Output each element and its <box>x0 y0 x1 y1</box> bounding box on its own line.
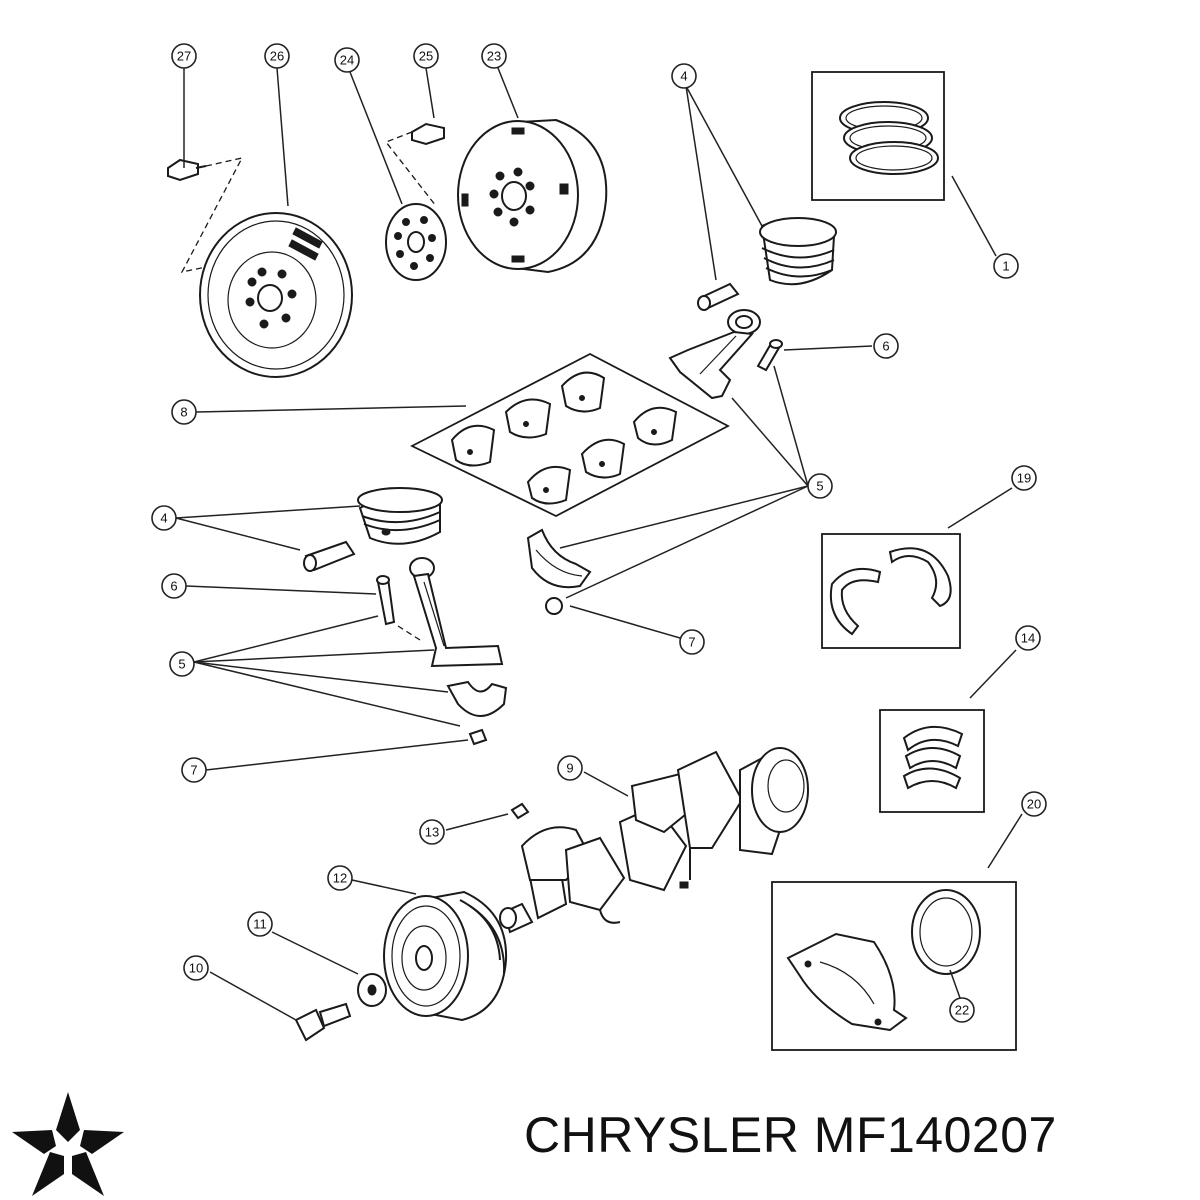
svg-text:5: 5 <box>178 657 185 672</box>
callout-6-upper: 6 <box>873 333 899 359</box>
flywheel-26 <box>199 212 353 378</box>
callout-19: 19 <box>1011 465 1037 491</box>
svg-text:25: 25 <box>419 49 433 64</box>
callout-5-lower: 5 <box>169 651 195 677</box>
brand-name: CHRYSLER <box>524 1107 800 1163</box>
bolt-25 <box>411 122 445 146</box>
brand-part-title: CHRYSLER MF140207 <box>524 1106 1057 1164</box>
svg-text:22: 22 <box>955 1003 969 1018</box>
svg-text:7: 7 <box>688 635 695 650</box>
callout-4-lower: 4 <box>151 505 177 531</box>
callout-23: 23 <box>481 43 507 69</box>
svg-text:7: 7 <box>190 763 197 778</box>
seal-22 <box>911 889 981 975</box>
bolt-27 <box>167 158 207 182</box>
rear-seal-20-inset <box>771 881 1017 1051</box>
svg-text:9: 9 <box>566 761 573 776</box>
svg-text:14: 14 <box>1021 631 1035 646</box>
callout-7-lower: 7 <box>181 757 207 783</box>
piston-pin-4-lower <box>303 540 356 572</box>
crankshaft-9 <box>499 747 809 934</box>
callout-6-lower: 6 <box>161 573 187 599</box>
callout-5-upper: 5 <box>807 473 833 499</box>
callout-1: 1 <box>993 253 1019 279</box>
svg-text:1: 1 <box>1002 259 1009 274</box>
main-bearing-set-8 <box>409 352 730 518</box>
callout-13: 13 <box>419 819 445 845</box>
svg-text:4: 4 <box>160 511 167 526</box>
connecting-rod-5-lower <box>409 557 504 668</box>
svg-text:19: 19 <box>1017 471 1031 486</box>
rod-cap-5-lower <box>446 680 508 717</box>
svg-text:11: 11 <box>253 917 267 932</box>
rod-bolt-6-lower <box>376 575 396 626</box>
part-number: MF140207 <box>813 1107 1057 1163</box>
piston-pin-4-upper <box>697 282 740 311</box>
nut-7-lower <box>468 728 488 746</box>
callout-8: 8 <box>171 399 197 425</box>
svg-text:10: 10 <box>189 961 203 976</box>
drive-plate-24 <box>385 203 447 281</box>
callout-24: 24 <box>334 47 360 73</box>
svg-text:20: 20 <box>1027 797 1041 812</box>
plate-dashed-guide <box>384 131 437 207</box>
vibration-damper-12 <box>383 890 508 1022</box>
connecting-rod-5-upper <box>668 309 761 400</box>
svg-text:12: 12 <box>333 871 347 886</box>
callout-12: 12 <box>327 865 353 891</box>
piston-4-upper <box>759 217 837 286</box>
svg-text:24: 24 <box>340 53 354 68</box>
svg-text:13: 13 <box>425 825 439 840</box>
key-13 <box>510 802 530 820</box>
callout-7-middle: 7 <box>679 629 705 655</box>
nut-7-middle <box>545 597 563 615</box>
chrysler-pentastar-icon <box>12 1092 124 1196</box>
callout-26: 26 <box>264 43 290 69</box>
callout-11: 11 <box>247 911 273 937</box>
rod-bolt-6-upper <box>756 339 783 372</box>
callout-9: 9 <box>557 755 583 781</box>
callout-20: 20 <box>1021 791 1047 817</box>
leader-lines <box>175 67 1023 1021</box>
svg-text:5: 5 <box>816 479 823 494</box>
callout-10: 10 <box>183 955 209 981</box>
svg-text:27: 27 <box>177 49 191 64</box>
torque-converter-23 <box>457 118 608 274</box>
svg-text:26: 26 <box>270 49 284 64</box>
svg-text:23: 23 <box>487 49 501 64</box>
callout-14: 14 <box>1015 625 1041 651</box>
svg-text:8: 8 <box>180 405 187 420</box>
piston-4-lower <box>357 487 443 545</box>
callout-25: 25 <box>413 43 439 69</box>
callout-4-upper: 4 <box>671 63 697 89</box>
rod-dashed-guide <box>397 625 421 641</box>
callout-22: 22 <box>949 997 975 1023</box>
svg-text:6: 6 <box>882 339 889 354</box>
svg-text:6: 6 <box>170 579 177 594</box>
thrust-washer-set-19-inset <box>821 533 961 649</box>
bolt-10 <box>294 1002 352 1042</box>
piston-rings-1-inset <box>811 71 945 201</box>
bearing-14-inset <box>879 709 985 813</box>
rod-cap-5-middle <box>526 528 592 589</box>
svg-text:4: 4 <box>680 69 687 84</box>
callout-27: 27 <box>171 43 197 69</box>
washer-11 <box>357 973 387 1007</box>
